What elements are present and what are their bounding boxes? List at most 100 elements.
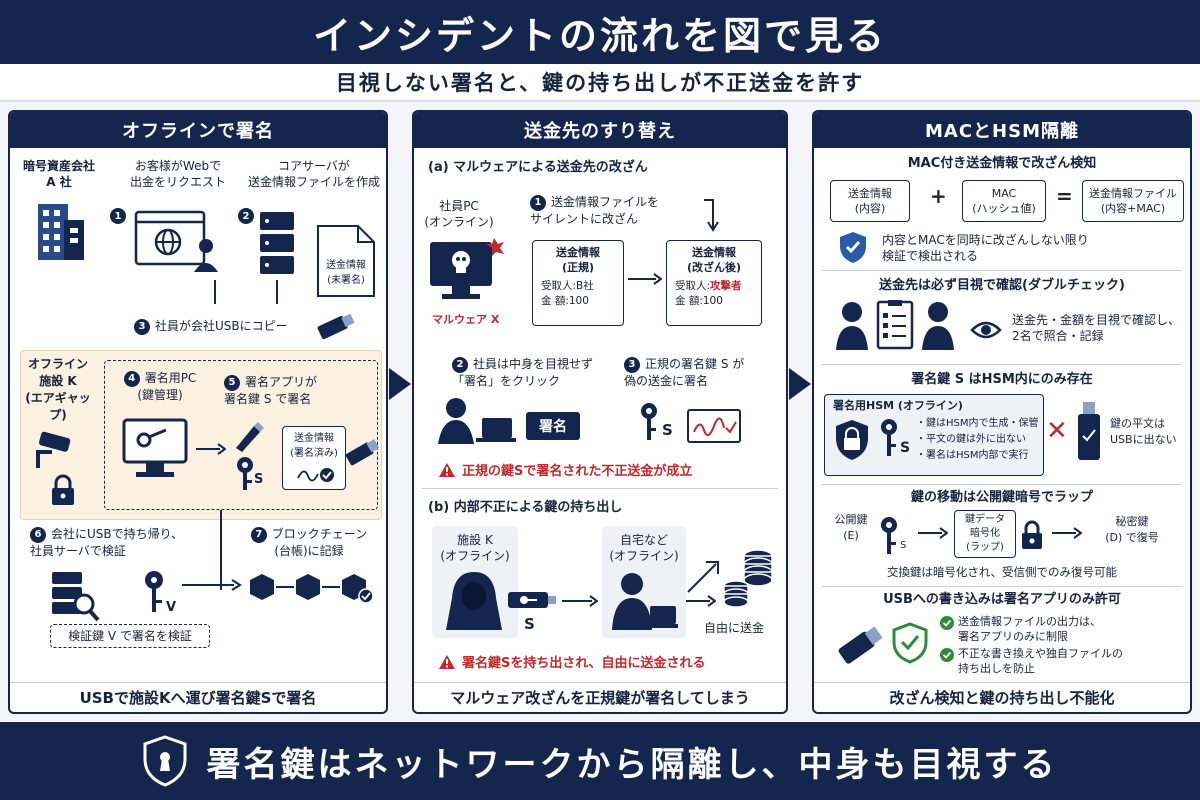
keydata-box: 鍵データ 暗号化 (ラップ) [954,510,1016,558]
middle-panel-footer: マルウェア改ざんを正規鍵が署名してしまう [414,682,786,712]
check-circle-icon [940,648,954,662]
usb-drive-icon [838,626,883,664]
step2-number: 2 [238,208,254,224]
step6-label: 会社にUSBで持ち帰り、 社員サーバで検証 [30,527,184,558]
connector-line [214,280,216,304]
flow-arrow-icon [789,368,811,400]
sign-button[interactable]: 署名 [526,412,580,440]
step6-number: 6 [30,526,46,543]
usb-drive-icon [317,313,355,340]
step2-text: コアサーバが 送金情報ファイルを作成 [247,159,380,189]
arrow-right-icon [1052,527,1082,539]
key-s-icon [881,419,897,456]
hsm-shield-lock-icon [836,420,868,460]
eye-icon [970,321,1002,339]
mac-note: 内容とMACを同時に改ざんしない限り 検証で検出される [882,233,1089,263]
arrow-right-icon [686,595,716,607]
hsm-label: 署名用HSM (オフライン) [833,399,963,412]
step-a2-number: 2 [452,356,468,373]
plus-sign: + [930,184,947,208]
usb-key-icon [508,592,556,608]
modified-payee-label: 受取人: [675,280,711,292]
hsm-note: 鍵の平文は USBに出ない [1110,417,1177,446]
page-title: インシデントの流れを図で見る [0,0,1200,64]
hsm-box: 署名用HSM (オフライン) [824,394,1044,476]
person-at-laptop-icon [438,398,516,444]
step-a2-label: 社員は中身を目視せず 「署名」をクリック [452,357,594,388]
key-s2-label: S [524,615,535,633]
original-payee: 受取人:B社 [541,280,594,292]
key-s-icon [641,403,657,440]
step7-number: 7 [250,526,267,543]
divider [822,484,1182,485]
key-s-label: S [662,421,673,439]
shield-check-icon [892,622,928,664]
warning-b: 署名鍵Sを持ち出され、自由に送金される [438,652,706,671]
step-a1-number: 1 [530,194,546,211]
original-info-title: 送金情報 (正規) [556,246,600,274]
original-info-box: 送金情報 (正規) 受取人:B社 金 額:100 [532,240,624,326]
forged-signature-icon [687,409,741,443]
warning-icon [439,654,455,669]
step3-number: 3 [134,318,150,335]
double-check-title: 送金先は必ず目視で確認(ダブルチェック) [879,278,1125,293]
divider [422,488,778,489]
warning-a-text: 正規の鍵Sで署名された不正送金が成立 [462,464,693,479]
employee-pc-label: 社員PC (オンライン) [424,199,494,229]
usb-item-2: 不正な書き換えや独自ファイルの 持ち出しを防止 [958,647,1123,675]
pubkey-label: 公開鍵 (E) [834,513,868,542]
key-s-label: S [254,472,264,487]
privkey-label: 秘密鍵 (D) で復号 [1105,515,1159,544]
shield-check-icon [840,232,866,263]
hsm-item-1: ・鍵はHSM内で生成・保管 [916,418,1039,429]
facility-label: オフライン 施設 K (エアギャップ) [25,357,91,422]
key-v-icon [145,571,163,612]
coin-stack-icon [723,549,773,608]
server-verify-icon [52,572,100,622]
step3-text: 社員が会社USBにコピー [155,319,288,333]
verify-note-box: 検証鍵 V で署名を検証 [50,624,210,648]
camera-icon [36,431,71,468]
pen-sign-icon [236,422,264,452]
left-panel-footer: USBで施設Kへ運び署名鍵Sで署名 [10,682,386,712]
block-x-icon: ✕ [1046,416,1068,446]
section-b-title: (b) 内部不正による鍵の持ち出し [428,500,623,515]
check-circle-icon [940,616,954,630]
office-building-icon [38,204,84,260]
left-panel: オフラインで署名 暗号資産会社 A 社 お客様がWebで 出金をリクエスト 1 … [8,110,388,714]
wrap-section-title: 鍵の移動は公開鍵暗号でラップ [910,490,1093,505]
usb-drive-icon [345,439,380,466]
facility-k-label: 施設 K (オフライン) [440,533,510,563]
info-file-box: 送金情報ファイル (内容+MAC) [1082,180,1184,222]
key-s-label: S [900,440,911,456]
step5-number: 5 [224,374,240,391]
bottom-banner: 署名鍵はネットワークから隔離し、中身も目視する [0,722,1200,800]
arrow-right-icon [182,579,242,591]
step4-label: 署名用PC (鍵管理) [137,371,197,402]
arrow-right-icon [562,595,598,607]
step1-text: お客様がWebで 出金をリクエスト [129,159,226,189]
info-content-box: 送金情報 (内容) [830,180,910,222]
signed-file-label: 送金情報 (署名済み) [290,433,338,459]
key-v-label: V [166,600,177,615]
document-icon [317,225,375,297]
mac-box: MAC (ハッシュ値) [962,180,1046,222]
arrow-right-icon [196,443,226,455]
step4-number: 4 [123,370,140,387]
home-label: 自宅など (オフライン) [609,533,679,563]
usb-item-1: 送金情報ファイルの出力は、 署名アプリのみに制限 [958,615,1101,643]
step-a1-label: 送金情報ファイルを サイレントに改ざん [530,195,660,226]
modified-amount: 金 額:100 [675,295,723,307]
middle-panel: 送金先のすり替え (a) マルウェアによる送金先の改ざん 社員PC (オンライン… [412,110,788,714]
lock-icon [52,474,74,505]
hsm-section-title: 署名鍵 S はHSM内にのみ存在 [911,372,1093,387]
original-amount: 金 額:100 [541,295,589,307]
web-browser-icon [134,210,218,272]
modified-info-box: 送金情報 (改ざん後) 受取人:攻撃者 金 額:100 [666,240,762,326]
double-check-people-icon [836,300,954,350]
